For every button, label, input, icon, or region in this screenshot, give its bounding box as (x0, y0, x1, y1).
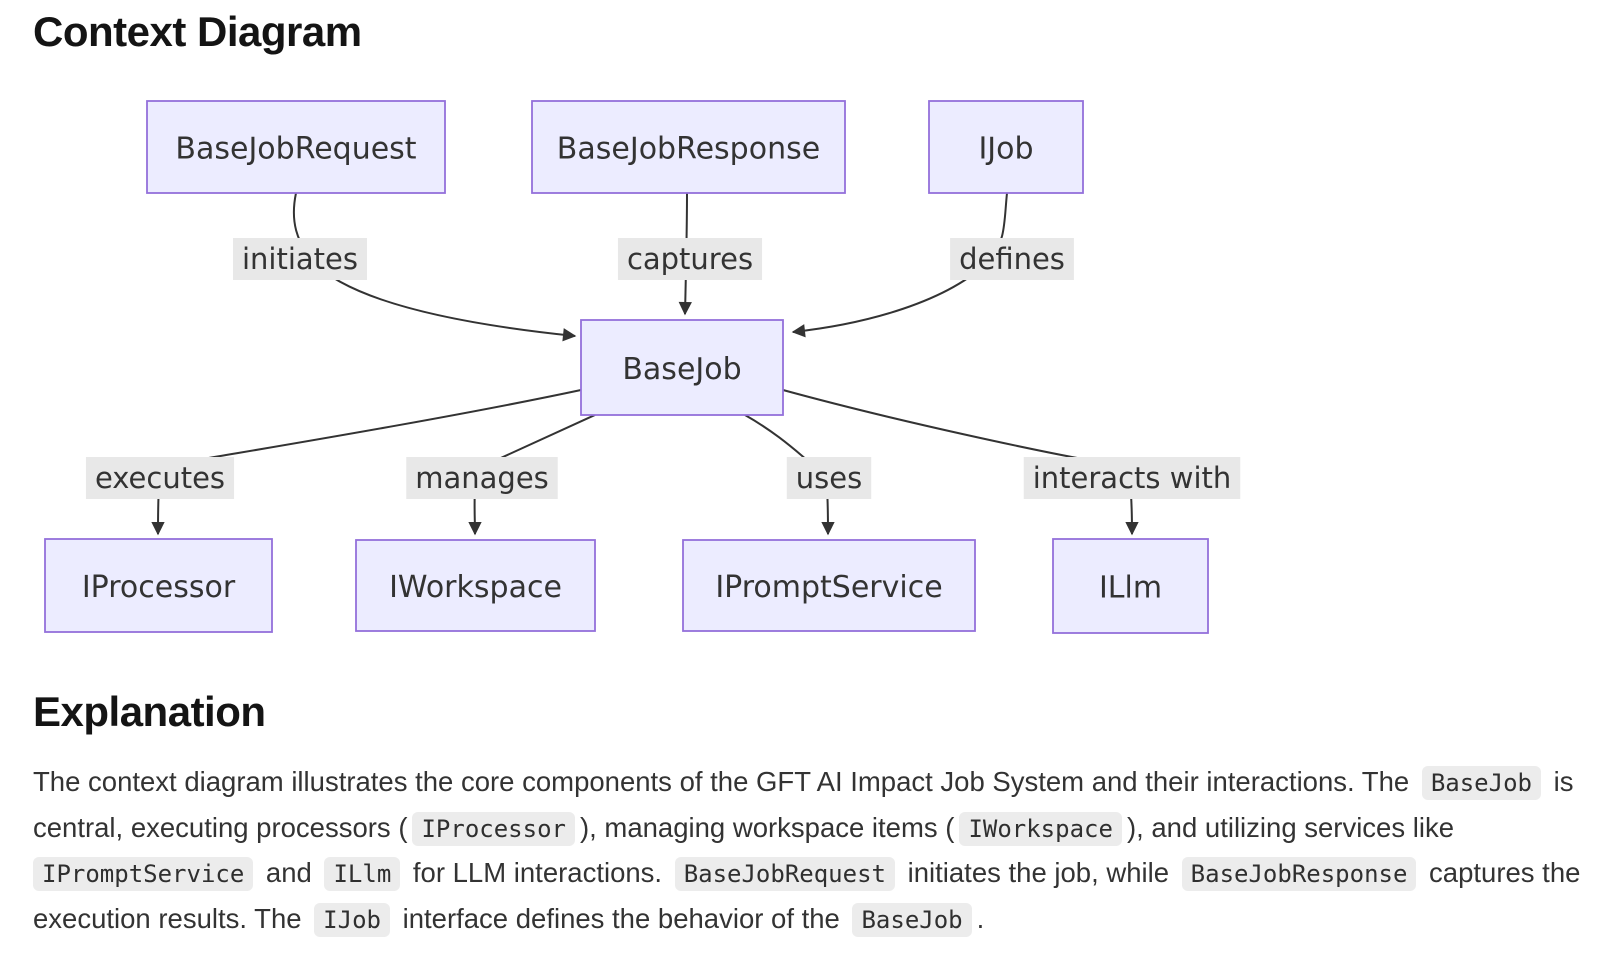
explanation-line-3: IPromptService and ILlm for LLM interact… (33, 851, 1580, 897)
edge-label-interacts-with: interacts with (1023, 457, 1241, 499)
node-label: IProcessor (82, 570, 236, 605)
edge-label-bg (617, 238, 763, 280)
node-box (580, 319, 784, 416)
text-segment: is (1545, 766, 1574, 797)
explanation-paragraph: The context diagram illustrates the core… (33, 760, 1580, 943)
explanation-heading: Explanation (33, 688, 266, 735)
inline-code: BaseJob (852, 902, 972, 937)
text-segment: and (258, 857, 320, 888)
edge-label-text: executes (95, 461, 225, 495)
node-box (146, 100, 446, 194)
explanation-line-1: The context diagram illustrates the core… (33, 760, 1573, 806)
edge-label-bg (950, 238, 1074, 280)
diagram-canvas: BaseJobRequest BaseJobResponse IJobBaseJob… (44, 100, 1241, 634)
node-box (682, 539, 976, 632)
explanation-line-2: central, executing processors (IProcesso… (33, 806, 1573, 852)
node-box (928, 100, 1084, 194)
explanation-line-4: execution results. The IJob interface de… (33, 897, 1573, 943)
inline-code: IProcessor (412, 811, 575, 846)
inline-code: ILlm (324, 857, 401, 891)
node-label: BaseJobResponse (557, 132, 820, 167)
text-segment: captures the (1421, 857, 1581, 888)
inline-code: IJob (314, 902, 390, 937)
text-segment: execution results. The (33, 902, 310, 934)
text-segment: central, executing processors ( (33, 811, 408, 843)
edge-label-text: manages (415, 461, 549, 495)
edge-label-bg (406, 457, 558, 499)
node-label: BaseJob (622, 352, 741, 387)
node-box (44, 538, 273, 633)
node-box (531, 100, 846, 194)
node-illm: ILlm (1052, 538, 1209, 634)
edge-label-bg (1023, 457, 1241, 499)
edge-label-captures: captures (617, 238, 763, 280)
inline-code: BaseJobRequest (674, 857, 895, 891)
node-label: IPromptService (715, 570, 942, 605)
inline-code: IPromptService (33, 857, 254, 891)
edge-label-text: captures (627, 242, 753, 276)
edge-label-bg (85, 457, 235, 499)
edge-label-uses: uses (786, 457, 872, 499)
node-label: BaseJobRequest (175, 132, 416, 167)
inline-code: IWorkspace (959, 811, 1122, 846)
text-segment: initiates the job, while (899, 857, 1177, 888)
edge-label-text: uses (796, 461, 862, 495)
edge-label-text: interacts with (1033, 461, 1232, 495)
node-label: IJob (978, 132, 1033, 167)
text-segment: for LLM interactions. (405, 857, 670, 888)
edge-label-text: initiates (242, 242, 358, 276)
page-title: Context Diagram (33, 8, 362, 55)
edge-label-defines: defines (950, 238, 1074, 280)
inline-code: BaseJobResponse (1181, 857, 1417, 891)
edge-label-manages: manages (406, 457, 558, 499)
node-label: ILlm (1099, 571, 1162, 606)
diagram-nodes: BaseJobRequest BaseJobResponse IJobBaseJob… (44, 100, 1209, 634)
edge-label-text: defines (959, 242, 1065, 276)
text-segment: The context diagram illustrates the core… (33, 766, 1417, 797)
node-label: IWorkspace (389, 570, 562, 605)
node-basejob: BaseJob (580, 319, 784, 416)
edge-basejobrequest-to-basejob (292, 192, 577, 342)
node-iprocessor: IProcessor (44, 538, 273, 633)
text-segment: ), and utilizing services like (1126, 811, 1455, 843)
node-box (355, 539, 596, 632)
edge-label-initiates: initiates (232, 238, 368, 280)
node-ijob: IJob (928, 100, 1084, 194)
node-basejobresponse: BaseJobResponse (531, 100, 846, 194)
node-iworkspace: IWorkspace (355, 539, 596, 632)
node-ipromptservice: IPromptService (682, 539, 976, 632)
edge-label-executes: executes (85, 457, 235, 499)
text-segment: . (976, 902, 985, 934)
inline-code: BaseJob (1421, 766, 1541, 800)
edge-label-bg (232, 238, 368, 280)
text-segment: interface defines the behavior of the (394, 902, 848, 934)
text-segment: ), managing workspace items ( (579, 811, 955, 843)
node-box (1052, 538, 1209, 634)
edge-label-bg (786, 457, 872, 499)
node-basejobrequest: BaseJobRequest (146, 100, 446, 194)
